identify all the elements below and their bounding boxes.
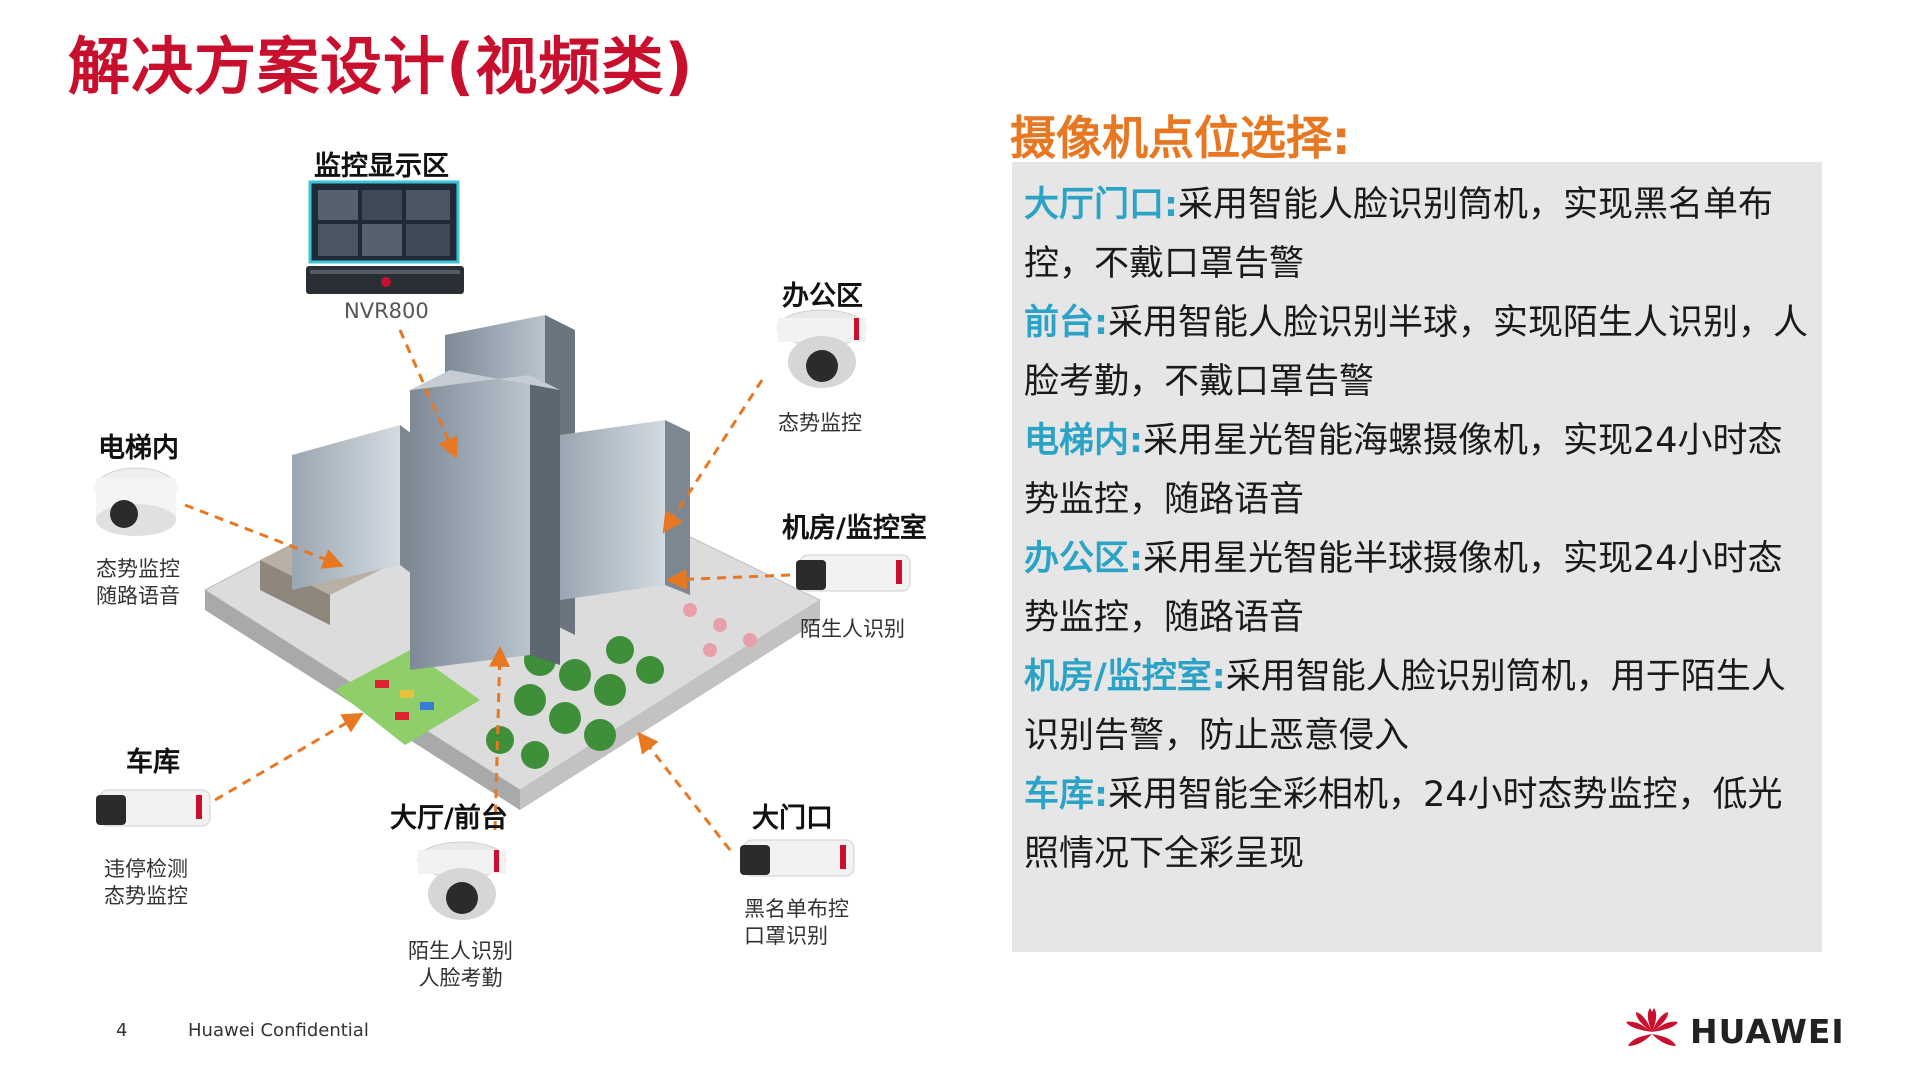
arrow-garage bbox=[214, 712, 364, 802]
arrow-lobby bbox=[489, 645, 511, 831]
elevator-zone-label: 电梯内 bbox=[98, 433, 179, 464]
page-number: 4 bbox=[116, 1020, 128, 1041]
placement-item: 大厅门口:采用智能人脸识别筒机，实现黑名单布控，不戴口罩告警 bbox=[1024, 185, 1774, 284]
office-zone-label: 办公区 bbox=[782, 281, 863, 312]
huawei-logo-icon bbox=[1626, 1008, 1678, 1046]
huawei-brand-text: HUAWEI bbox=[1690, 1012, 1845, 1051]
arrow-machine-room bbox=[665, 568, 791, 590]
arrow-nvr bbox=[398, 329, 458, 459]
nvr-model-label: NVR800 bbox=[344, 299, 429, 323]
confidential-label: Huawei Confidential bbox=[188, 1020, 369, 1041]
machine-room-bullet-camera bbox=[796, 554, 911, 592]
arrow-elevator bbox=[184, 503, 344, 569]
placement-item: 车库:采用智能全彩相机，24小时态势监控，低光照情况下全彩呈现 bbox=[1024, 775, 1783, 874]
nvr-zone-label: 监控显示区 bbox=[314, 151, 449, 182]
office-dome-camera bbox=[777, 309, 867, 388]
garage-bullet-camera bbox=[96, 789, 211, 827]
office-caption: 态势监控 bbox=[778, 411, 862, 435]
garage-caption: 违停检测 态势监控 bbox=[104, 857, 188, 908]
machine-room-zone-label: 机房/监控室 bbox=[782, 513, 927, 544]
gate-bullet-camera bbox=[740, 839, 855, 877]
lobby-zone-label: 大厅/前台 bbox=[390, 803, 508, 834]
camera-placement-title: 摄像机点位选择: bbox=[1010, 111, 1351, 165]
gate-caption: 黑名单布控 口罩识别 bbox=[744, 897, 849, 948]
elevator-turret-camera bbox=[95, 467, 177, 536]
placement-item: 电梯内:采用星光智能海螺摄像机，实现24小时态势监控，随路语音 bbox=[1024, 421, 1783, 520]
placement-item: 办公区:采用星光智能半球摄像机，实现24小时态势监控，随路语音 bbox=[1024, 539, 1783, 638]
garage-zone-label: 车库 bbox=[126, 747, 180, 778]
placement-item: 前台:采用智能人脸识别半球，实现陌生人识别，人脸考勤，不戴口罩告警 bbox=[1024, 303, 1809, 402]
placement-item: 机房/监控室:采用智能人脸识别筒机，用于陌生人识别告警，防止恶意侵入 bbox=[1024, 657, 1786, 756]
lobby-dome-camera bbox=[417, 841, 507, 920]
elevator-caption: 态势监控 随路语音 bbox=[96, 557, 180, 608]
arrow-office bbox=[662, 379, 764, 534]
camera-placement-list: 大厅门口:采用智能人脸识别筒机，实现黑名单布控，不戴口罩告警 前台:采用智能人脸… bbox=[1024, 176, 1814, 884]
camera-placement-panel bbox=[1012, 162, 1822, 952]
gate-zone-label: 大门口 bbox=[752, 803, 833, 834]
campus-diagram bbox=[95, 180, 911, 920]
lobby-caption: 陌生人识别 人脸考勤 bbox=[408, 939, 513, 990]
machine-room-caption: 陌生人识别 bbox=[800, 617, 905, 641]
slide-title: 解决方案设计(视频类) bbox=[68, 30, 694, 103]
arrow-gate bbox=[637, 731, 732, 851]
nvr-monitor bbox=[306, 180, 464, 294]
